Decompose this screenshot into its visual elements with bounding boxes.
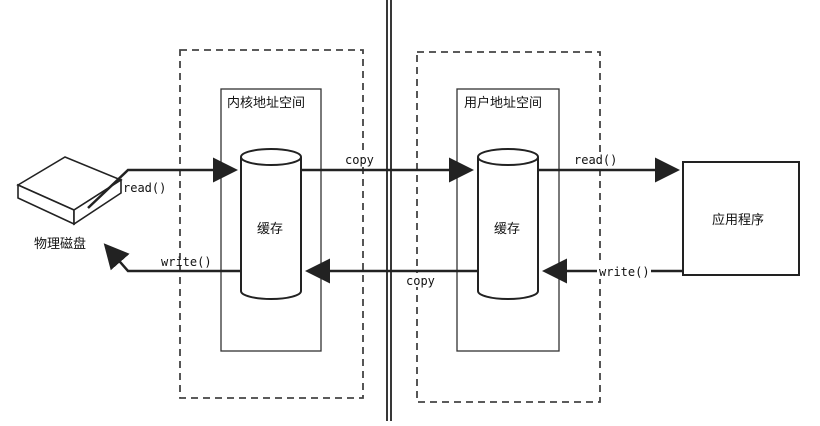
app-read-label-bg (572, 153, 622, 167)
user-space-label: 用户地址空间 (464, 95, 542, 111)
disk-read-arrow (87, 157, 238, 209)
copy-to-user-label-bg (343, 153, 379, 167)
copy-to-user-label: copy (345, 153, 374, 167)
disk-write-arrow (103, 243, 241, 273)
user-cache-label: 缓存 (494, 222, 520, 237)
disk-read-label: read() (123, 181, 166, 195)
app-write-label: write() (599, 265, 650, 279)
kernel-cache-label: 缓存 (257, 222, 283, 237)
app-box (682, 161, 800, 276)
disk-label: 物理磁盘 (34, 236, 86, 252)
user-cache-cylinder (477, 148, 539, 300)
copy-to-kernel-label: copy (406, 274, 435, 288)
kernel-cache-cylinder (240, 148, 302, 300)
user-dashed-box (416, 51, 601, 403)
app-label: 应用程序 (712, 212, 764, 228)
kernel-space-box (220, 88, 322, 352)
app-write-label-bg (597, 265, 651, 279)
copy-to-kernel-label-bg (404, 273, 440, 287)
disk-icon (16, 156, 123, 226)
user-space-box (456, 88, 560, 352)
app-read-label: read() (574, 153, 617, 167)
kernel-space-label: 内核地址空间 (227, 95, 305, 111)
disk-write-label: write() (161, 255, 212, 269)
kernel-dashed-box (179, 49, 364, 399)
